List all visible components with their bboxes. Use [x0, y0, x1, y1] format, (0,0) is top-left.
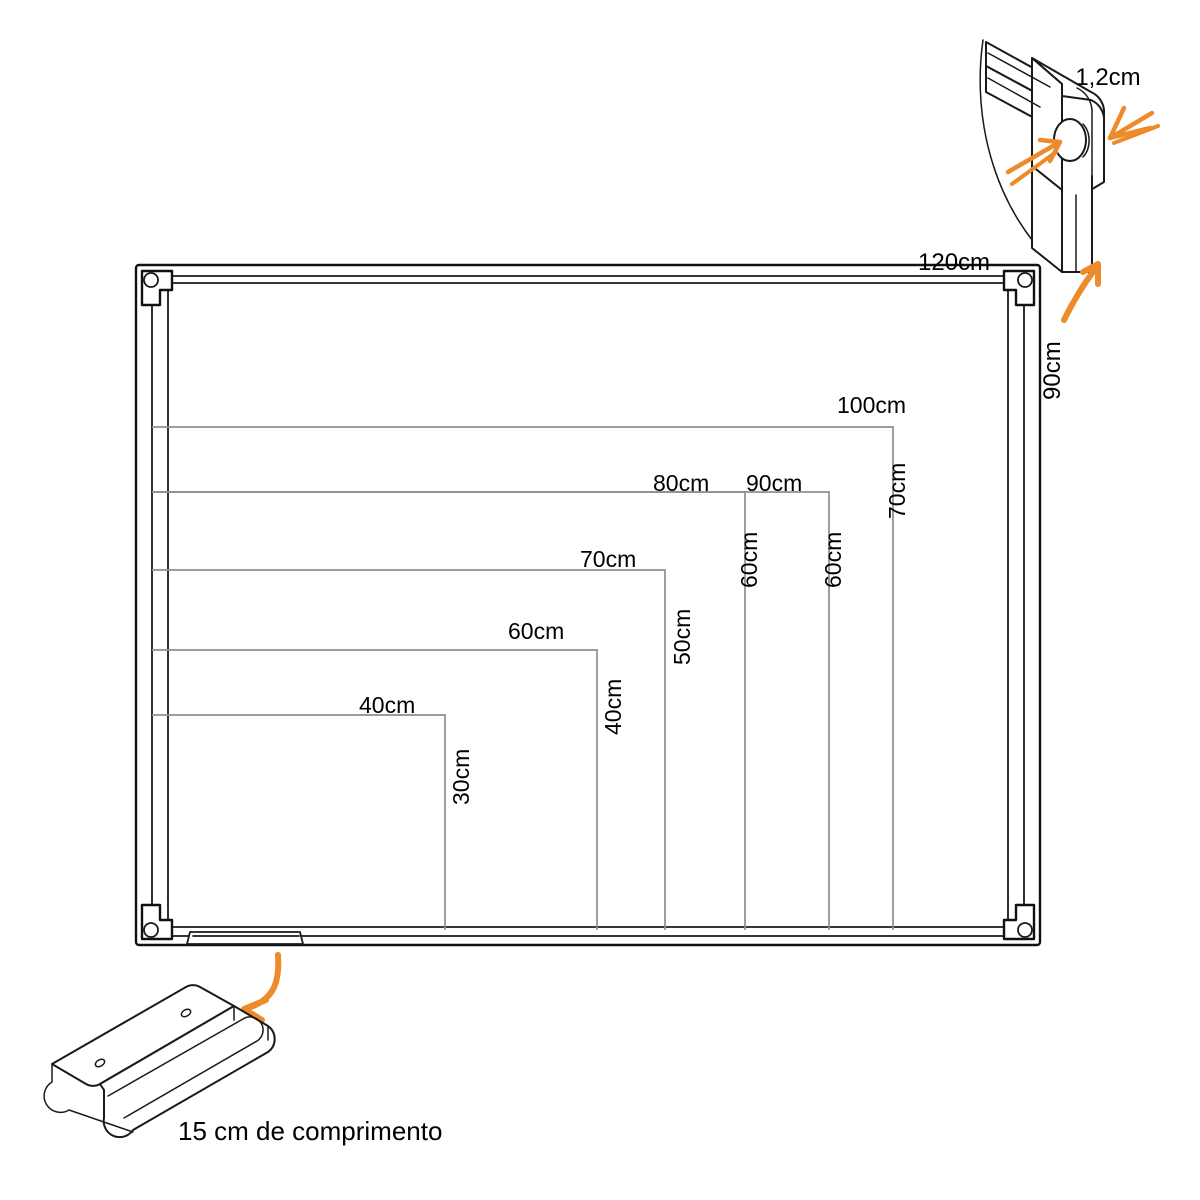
pen-tray-detail-group: 15 cm de comprimento: [43, 952, 442, 1146]
thickness-arrow-head-1: [1107, 105, 1153, 141]
tray-caption: 15 cm de comprimento: [178, 1116, 442, 1146]
nested-height-label-40: 40cm: [600, 679, 626, 735]
whiteboard-group: 100cm 70cm 90cm 60cm 80cm 60cm 70cm 50cm…: [134, 249, 1066, 947]
board-tray-body: [186, 931, 304, 945]
nested-height-label-50: 50cm: [669, 609, 695, 665]
hole-arrow-shaft-1: [1005, 140, 1061, 175]
nested-rect-100x70: [152, 426, 894, 930]
corner-bracket-top-left: [140, 269, 174, 307]
corner-rail-groove-1: [987, 52, 1051, 88]
mounting-hole-bottom-left: [143, 922, 159, 938]
nested-width-label-90: 90cm: [746, 470, 802, 496]
tray-callout-arrow-head: [241, 997, 269, 1023]
corner-rail-groove-2: [987, 77, 1041, 108]
detail-callout-arrow-head: [1080, 261, 1101, 287]
tray-screw-hole-left: [94, 1058, 106, 1068]
nested-size-rectangles: [152, 426, 894, 930]
nested-width-label-60: 60cm: [508, 618, 564, 644]
corner-thickness-label: 1,2cm: [1075, 64, 1140, 91]
thickness-arrow-group: [1107, 105, 1160, 145]
nested-rect-40x30: [152, 714, 446, 930]
corner-bracket-bottom-right: [1002, 903, 1036, 941]
nested-height-label-60b: 60cm: [820, 532, 846, 588]
board-height-label: 90cm: [1039, 341, 1066, 400]
nested-rect-60x40: [152, 649, 598, 930]
mounting-hole-bottom-right: [1017, 922, 1033, 938]
tray-bottom-edge: [68, 1109, 134, 1133]
board-width-label: 120cm: [918, 249, 990, 276]
nested-height-label-60a: 60cm: [736, 532, 762, 588]
mounting-hole-top-right: [1017, 272, 1033, 288]
thickness-arrow-shaft-2: [1112, 124, 1160, 145]
nested-width-label-80: 80cm: [653, 470, 709, 496]
detail-callout-arrow-shaft: [1061, 265, 1099, 323]
tray-screw-hole-right: [180, 1008, 192, 1018]
mounting-hole-top-left: [143, 272, 159, 288]
hole-arrow-group: [1005, 137, 1063, 186]
board-pen-tray: [186, 931, 304, 945]
tray-front-lip-edge: [107, 1016, 264, 1119]
nested-height-label-30: 30cm: [448, 749, 474, 805]
corner-post-front: [1061, 175, 1093, 273]
corner-round-edge: [1076, 87, 1093, 177]
thickness-arrow-shaft-1: [1107, 110, 1155, 141]
corner-detail-group: 1,2cm: [979, 39, 1160, 323]
board-surface: [167, 282, 1009, 928]
hole-arrow-shaft-2: [1010, 150, 1058, 186]
corner-bracket-top-right: [1002, 269, 1036, 307]
nested-rect-70x50: [152, 569, 666, 930]
nested-height-label-70: 70cm: [884, 463, 910, 519]
corner-post-left: [1031, 165, 1063, 273]
nested-width-label-70: 70cm: [580, 546, 636, 572]
corner-bracket-bottom-left: [140, 903, 174, 941]
nested-width-label-100: 100cm: [837, 392, 906, 418]
corner-hole-inner-edge: [1082, 123, 1090, 158]
nested-width-label-40: 40cm: [359, 692, 415, 718]
nested-rect-80x60: [152, 491, 746, 930]
tray-left-end-edge: [43, 1063, 70, 1114]
